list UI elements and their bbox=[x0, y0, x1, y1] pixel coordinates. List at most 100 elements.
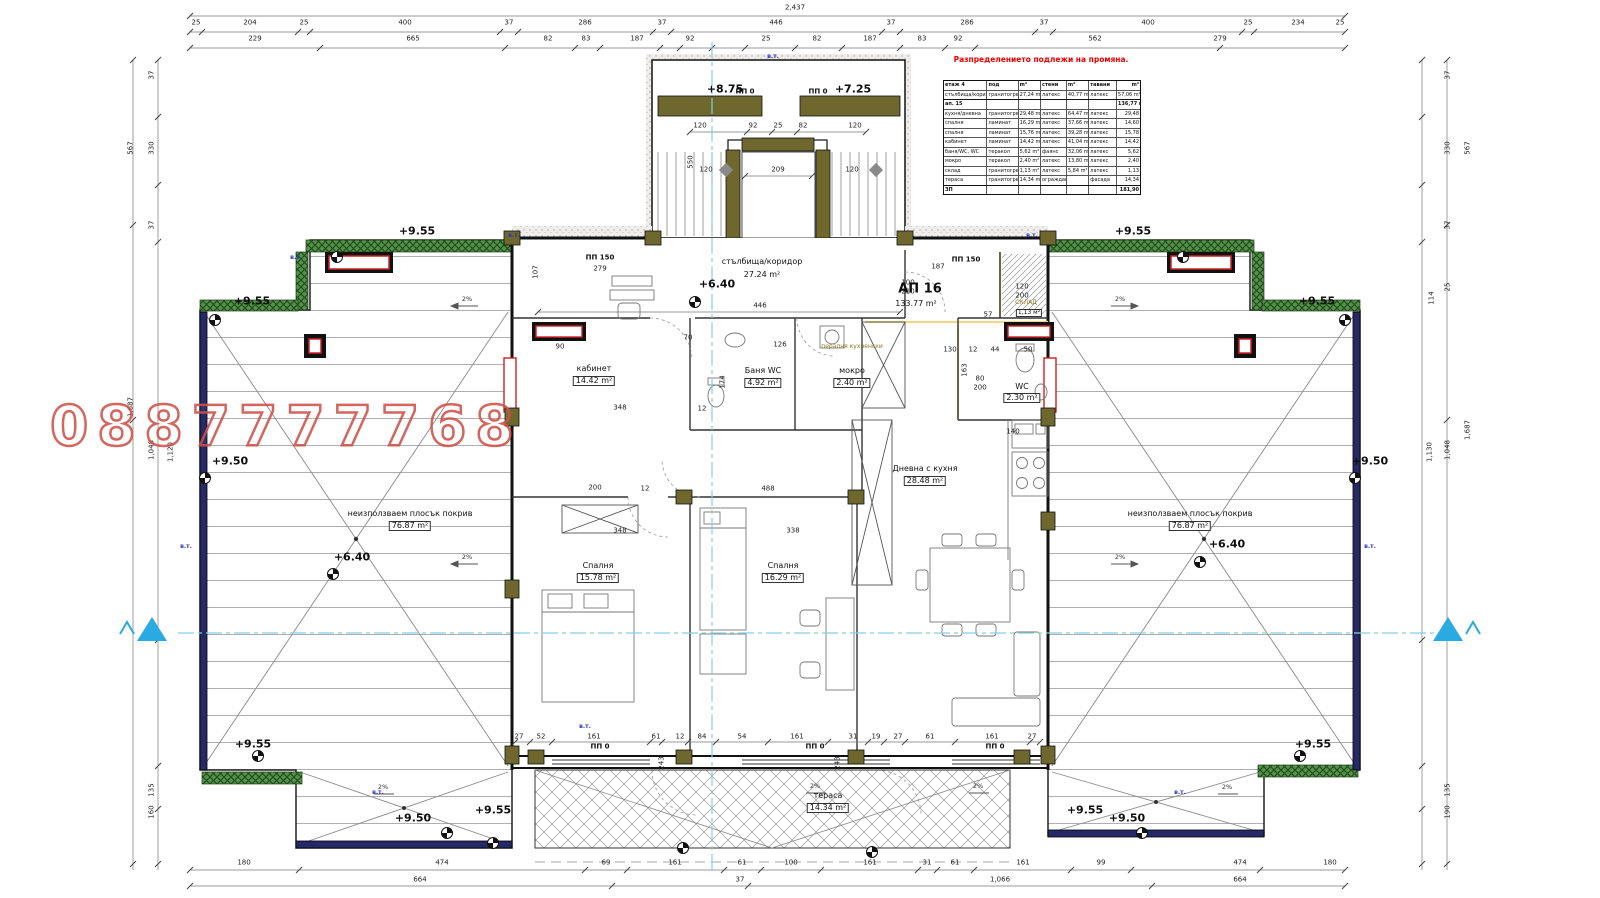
dimension-label: 348 bbox=[613, 526, 627, 535]
dimension-label: 161 bbox=[863, 858, 877, 867]
table-row: терасагранитогрес14,34 m²огражданефасада… bbox=[944, 175, 1140, 185]
dimension-label: 27 bbox=[893, 732, 903, 741]
elevation-label: +9.50 bbox=[394, 811, 432, 825]
table-cell: 14,34 m² bbox=[1017, 176, 1041, 185]
room-area-label: 1,13 м² bbox=[1015, 309, 1043, 317]
dimension-label: 567 bbox=[1463, 141, 1472, 155]
table-cell bbox=[1017, 185, 1040, 194]
table-row: стълбища/коридоргранитогрес27,24 m²латек… bbox=[944, 89, 1140, 99]
room-area-label: 76.87 m² bbox=[1168, 521, 1212, 531]
elevation-label: +9.55 bbox=[1298, 294, 1336, 308]
dimension-label: 550 bbox=[686, 155, 695, 169]
dimension-label: 562 bbox=[1088, 34, 1102, 43]
dimension-label: 92 bbox=[748, 121, 758, 130]
dimension-label: 25 bbox=[773, 121, 783, 130]
dimension-label: 12 bbox=[675, 732, 685, 741]
room-label: СКЛАД bbox=[1015, 299, 1037, 306]
slope-label: 2% bbox=[1221, 782, 1233, 791]
dimension-label: 446 bbox=[769, 18, 783, 27]
dimension-label: 400 bbox=[1141, 18, 1155, 27]
elevation-label: +8.75 bbox=[706, 82, 744, 96]
dimension-label: 135 bbox=[147, 783, 156, 797]
table-cell: ламинат bbox=[986, 138, 1017, 147]
room-area-label: 28.48 m² bbox=[903, 476, 947, 486]
table-cell: гранитогрес bbox=[986, 90, 1018, 99]
dimension-label: 130 bbox=[943, 345, 957, 354]
dimension-label: 37 bbox=[147, 70, 156, 80]
dimension-label: 209 bbox=[771, 165, 785, 174]
vt-marker-label: в.т. bbox=[290, 254, 302, 261]
table-cell: m² bbox=[1017, 81, 1040, 90]
vt-marker-label: в.т. bbox=[1174, 789, 1186, 796]
table-cell: 5,62 bbox=[1115, 147, 1140, 156]
table-cell: латекс bbox=[1088, 138, 1116, 147]
table-row: кухня/дневнагранитогрес29,48 m²латекс64,… bbox=[944, 108, 1140, 118]
elevation-label: +9.55 bbox=[1294, 737, 1332, 751]
vt-marker-label: в.т. bbox=[579, 723, 591, 730]
dimension-label: 161 bbox=[790, 732, 804, 741]
dimension-label: 61 bbox=[737, 858, 747, 867]
table-cell: латекс bbox=[1088, 119, 1116, 128]
elevation-label: +9.50 bbox=[1108, 811, 1146, 825]
table-cell: мокро bbox=[945, 158, 962, 164]
dimension-label: 25 bbox=[299, 18, 309, 27]
room-label: 27.24 m² bbox=[743, 270, 781, 279]
dimension-label: 19 bbox=[871, 732, 881, 741]
dimension-label: 474 bbox=[435, 858, 449, 867]
table-cell: 14,34 bbox=[1115, 176, 1140, 185]
dimension-label: 100 bbox=[901, 278, 915, 287]
dimension-label: 286 bbox=[578, 18, 592, 27]
room-label: неизползваем плосък покрив bbox=[347, 509, 473, 518]
dimension-label: 12 bbox=[697, 404, 707, 413]
dimension-label: 120 bbox=[848, 121, 862, 130]
table-cell bbox=[986, 100, 1017, 109]
table-cell: 2,40 bbox=[1115, 157, 1140, 166]
table-cell: 2,40 m² bbox=[1017, 157, 1040, 166]
dimension-label: 25 bbox=[1243, 18, 1253, 27]
dimension-label: 37 bbox=[657, 18, 667, 27]
dimension-label: 92 bbox=[953, 34, 963, 43]
table-cell: 14,42 m² bbox=[1017, 138, 1041, 147]
elevation-label: +9.50 bbox=[211, 454, 249, 468]
apartment-label: АП 16 bbox=[898, 281, 942, 297]
table-cell: 13,80 m² bbox=[1065, 157, 1089, 166]
dimension-label: 70 bbox=[683, 333, 693, 342]
dimension-label: 400 bbox=[398, 18, 412, 27]
table-cell bbox=[1040, 100, 1066, 109]
table-cell: латекс bbox=[1088, 166, 1116, 175]
dimension-label: 99 bbox=[1096, 858, 1106, 867]
room-area-label: 2.30 m² bbox=[1003, 393, 1041, 403]
dimension-label: 1,130 bbox=[1425, 441, 1434, 463]
dimension-label: 82 bbox=[812, 34, 822, 43]
dimension-label: 174 bbox=[718, 375, 727, 389]
table-cell: гранитогрес bbox=[986, 176, 1018, 185]
room-label: кабинет bbox=[576, 364, 612, 373]
dimension-label: 187 bbox=[630, 34, 644, 43]
table-cell: ограждане bbox=[1040, 176, 1066, 185]
dimension-label: 37 bbox=[1443, 220, 1452, 230]
dimension-label: 37 bbox=[1039, 18, 1049, 27]
table-cell: теракол bbox=[986, 157, 1017, 166]
dimension-label: 82 bbox=[543, 34, 553, 43]
dimension-label: 1,066 bbox=[989, 875, 1011, 884]
table-cell: 32,06 m² bbox=[1065, 147, 1089, 156]
dimension-label: 54 bbox=[737, 732, 747, 741]
room-area-label: 14.34 m² bbox=[806, 803, 850, 813]
pp-label: ПП 150 bbox=[585, 253, 615, 262]
dimension-label: 120 bbox=[845, 165, 859, 174]
dimension-label: 200 bbox=[1015, 291, 1029, 300]
table-cell: 27,24 m² bbox=[1017, 90, 1041, 99]
dimension-label: 190 bbox=[1443, 805, 1452, 819]
dimension-label: 187 bbox=[863, 34, 877, 43]
table-cell: фасада bbox=[1088, 176, 1116, 185]
dimension-label: 50 bbox=[1023, 345, 1033, 354]
table-cell: гранитогрес bbox=[986, 166, 1018, 175]
table-cell bbox=[1065, 185, 1088, 194]
elevation-label: +7.25 bbox=[834, 82, 872, 96]
table-cell: 64,47 m² bbox=[1065, 109, 1089, 118]
dimension-label: 474 bbox=[1233, 858, 1247, 867]
table-cell: 14,42 bbox=[1115, 138, 1140, 147]
dimension-label: 161 bbox=[985, 732, 999, 741]
